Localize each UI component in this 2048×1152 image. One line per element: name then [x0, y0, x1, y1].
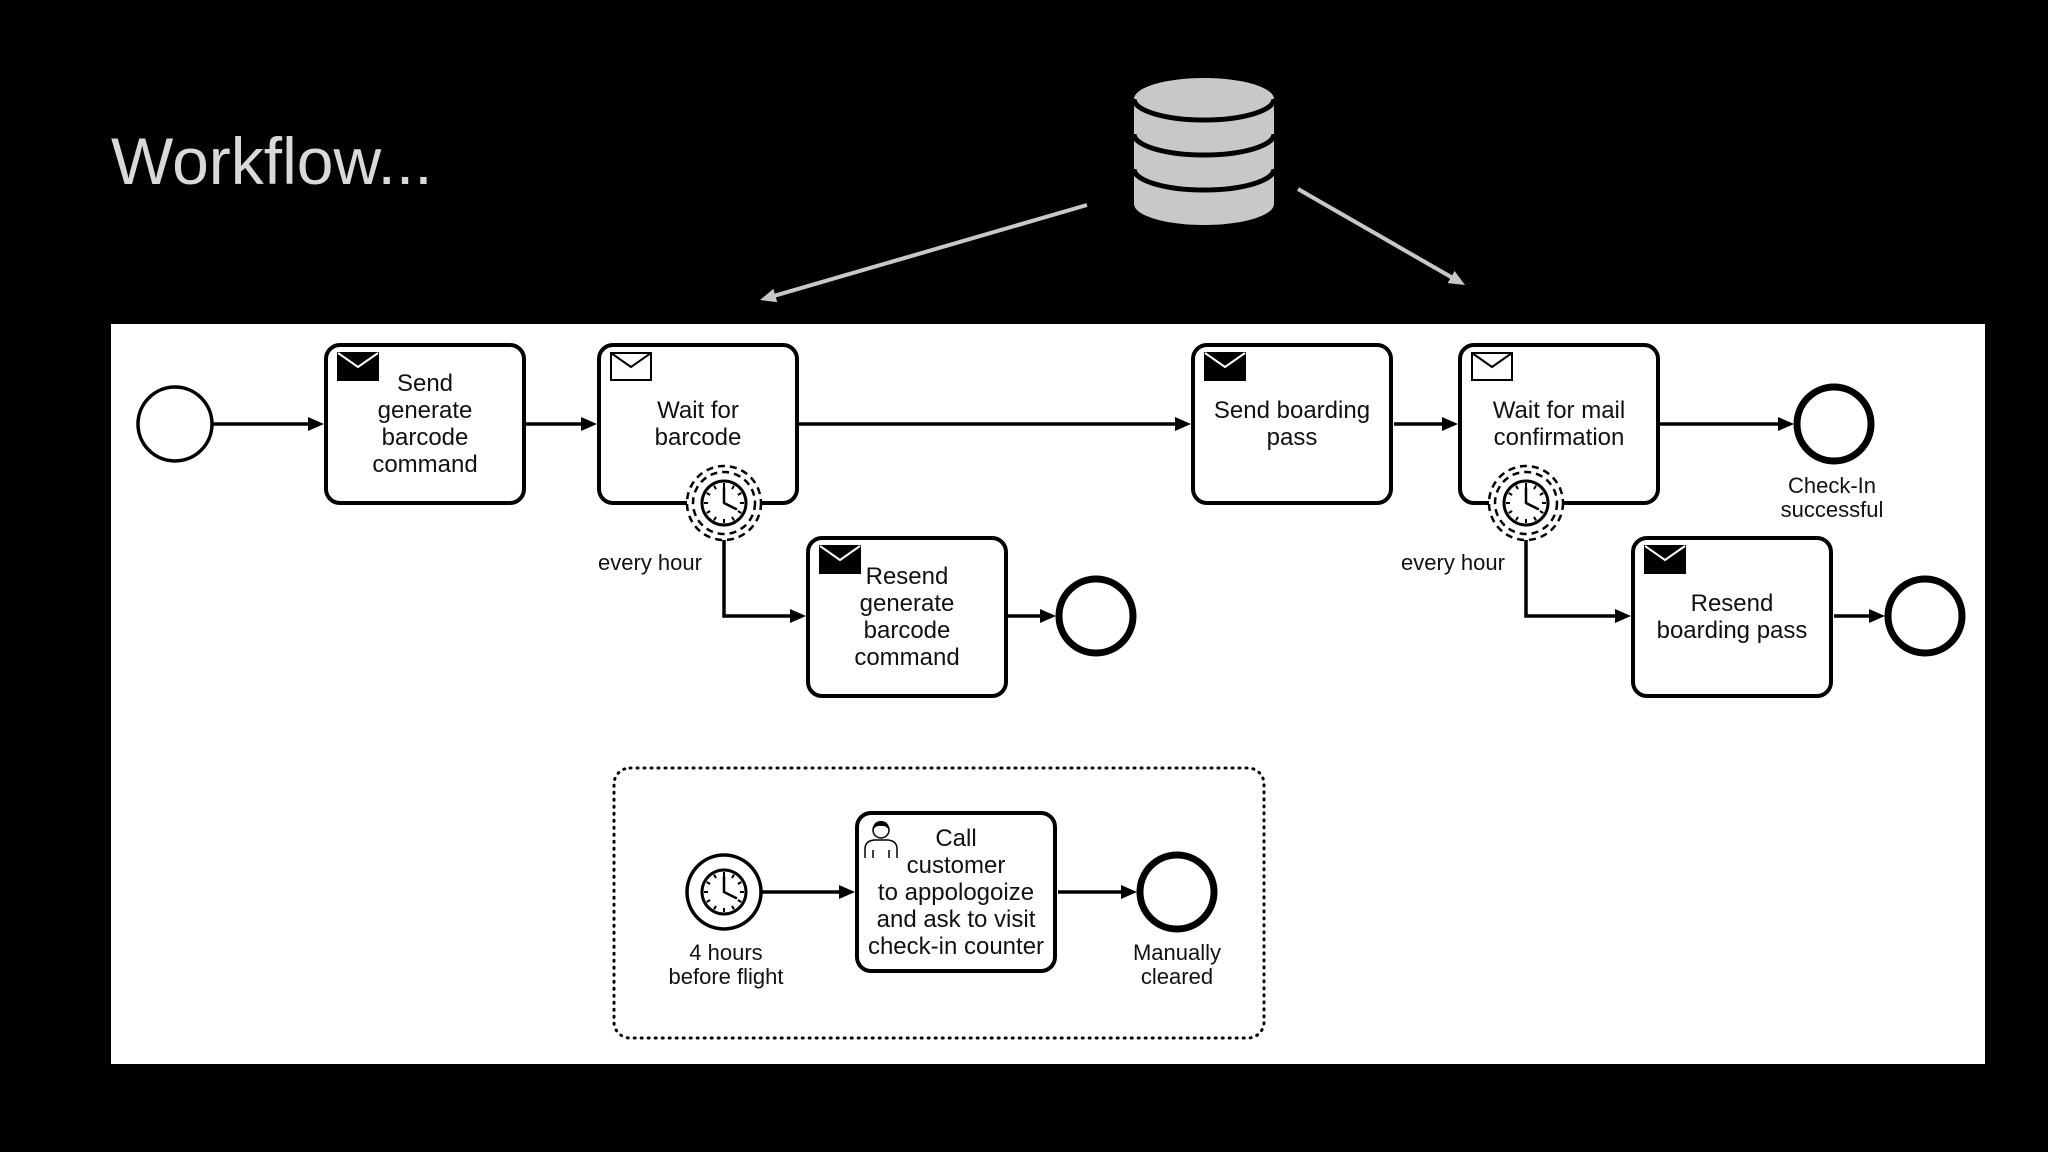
end-event-boarding-pass-resent — [1884, 575, 1966, 657]
task-send-boarding-pass: Send boarding pass — [1191, 343, 1393, 505]
envelope-filled-icon — [1644, 545, 1686, 574]
end-event-manually-cleared — [1136, 851, 1218, 933]
end-event-check-in-successful — [1793, 383, 1875, 465]
task-send-generate-barcode-command: Send generate barcode command — [324, 343, 526, 505]
clock-icon — [700, 868, 748, 916]
envelope-filled-icon — [1204, 352, 1246, 381]
task-call-customer: Call customer to appologoize and ask to … — [855, 811, 1057, 973]
timer-label-mail: every hour — [1401, 550, 1505, 575]
task-resend-generate-barcode-command: Resend generate barcode command — [806, 536, 1008, 698]
timer-start-event — [685, 853, 763, 931]
task-wait-for-mail-confirmation: Wait for mail confirmation — [1458, 343, 1660, 505]
task-label: Send boarding pass — [1213, 397, 1371, 451]
task-label: Call customer to appologoize and ask to … — [867, 824, 1045, 960]
database-icon — [1131, 78, 1277, 225]
envelope-outline-icon — [610, 352, 652, 381]
task-resend-boarding-pass: Resend boarding pass — [1631, 536, 1833, 698]
task-label: Resend generate barcode command — [854, 563, 960, 671]
timer-label-flight: 4 hours before flight — [668, 940, 784, 989]
slide-title: Workflow... — [111, 124, 433, 198]
start-event — [136, 385, 214, 463]
end-event-barcode-resent — [1055, 575, 1137, 657]
database-arrow-to-wait-for-mail-confirmation — [1297, 187, 1465, 285]
timer-label-barcode: every hour — [598, 550, 702, 575]
user-icon — [864, 821, 898, 858]
envelope-filled-icon — [819, 545, 861, 574]
envelope-outline-icon — [1471, 352, 1513, 381]
end-event-label-manually-cleared: Manually cleared — [1132, 940, 1222, 989]
database-arrow-to-wait-for-barcode — [759, 203, 1088, 303]
task-label: Wait for barcode — [654, 397, 742, 451]
task-label: Wait for mail confirmation — [1492, 397, 1626, 451]
task-wait-for-barcode: Wait for barcode — [597, 343, 799, 505]
end-event-label-check-in-successful: Check-In successful — [1780, 473, 1884, 522]
envelope-filled-icon — [337, 352, 379, 381]
task-label: Resend boarding pass — [1656, 590, 1808, 644]
task-label: Send generate barcode command — [372, 370, 478, 478]
